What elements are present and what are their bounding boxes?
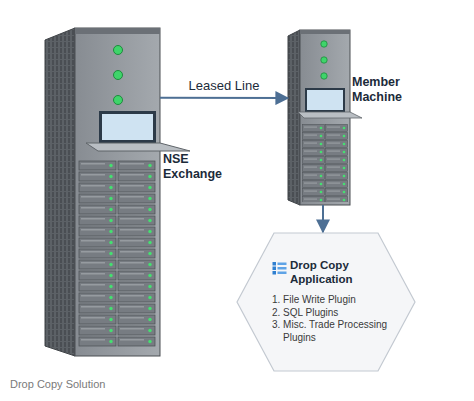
status-led [114,96,123,105]
server-node: NSE Exchange [45,28,160,356]
rack-side [45,28,75,356]
status-led [321,73,327,79]
drive-bays [78,160,156,347]
status-led [114,71,123,80]
plugin-list: 1. File Write Plugin2. SQL Plugins3. Mis… [272,294,390,344]
server-label: Member Machine [352,75,414,105]
drive-bays [302,124,348,202]
monitor-screen [307,90,343,110]
icon-bullet [273,267,277,271]
status-led [321,41,327,47]
plugin-item: 1. File Write Plugin [272,294,390,307]
connector-arrow [160,97,288,99]
app-icon [272,261,287,276]
icon-bar [278,263,287,266]
server-node: Member Machine [288,30,350,205]
figure-caption: Drop Copy Solution [10,378,105,390]
rack-side [288,30,300,205]
server-label: NSE Exchange [163,152,233,182]
rack-front [75,28,160,356]
hexagon-shape [237,233,415,371]
status-led [114,46,123,55]
icon-bar [278,272,287,275]
monitor-screen [102,114,153,140]
icon-bullet [273,262,277,266]
icon-bullet [273,271,277,275]
monitor-frame [99,111,156,143]
keyboard-tray [298,112,362,118]
connector-label: Leased Line [189,78,260,93]
monitor-frame [305,88,345,112]
plugin-item: 3. Misc. Trade Processing Plugins [272,319,390,344]
rack-cap [300,30,350,34]
icon-bar [278,267,287,270]
status-led [321,57,327,63]
rack-cap [75,28,160,34]
plugin-item: 2. SQL Plugins [272,307,390,320]
application-hexagon: Drop Copy Application 1. File Write Plugi… [236,232,416,372]
keyboard-tray [86,143,190,151]
connector-arrow [322,205,324,232]
app-title: Drop Copy Application [290,258,385,286]
